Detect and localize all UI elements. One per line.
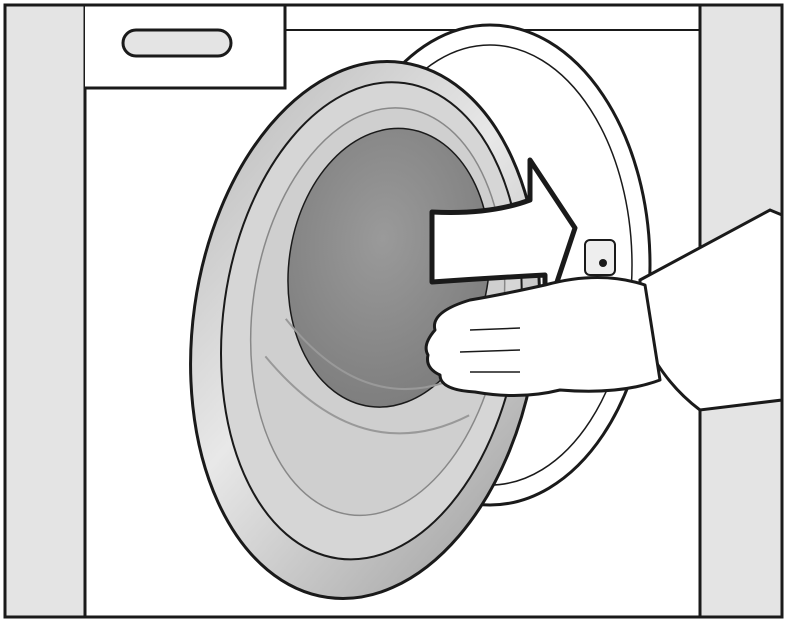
- door-lock: [584, 239, 616, 276]
- detergent-drawer-handle[interactable]: [121, 28, 233, 58]
- left-side-panel: [3, 3, 87, 619]
- open-direction-arrow-icon: [429, 157, 578, 321]
- hand: [424, 276, 662, 398]
- door[interactable]: [157, 39, 573, 622]
